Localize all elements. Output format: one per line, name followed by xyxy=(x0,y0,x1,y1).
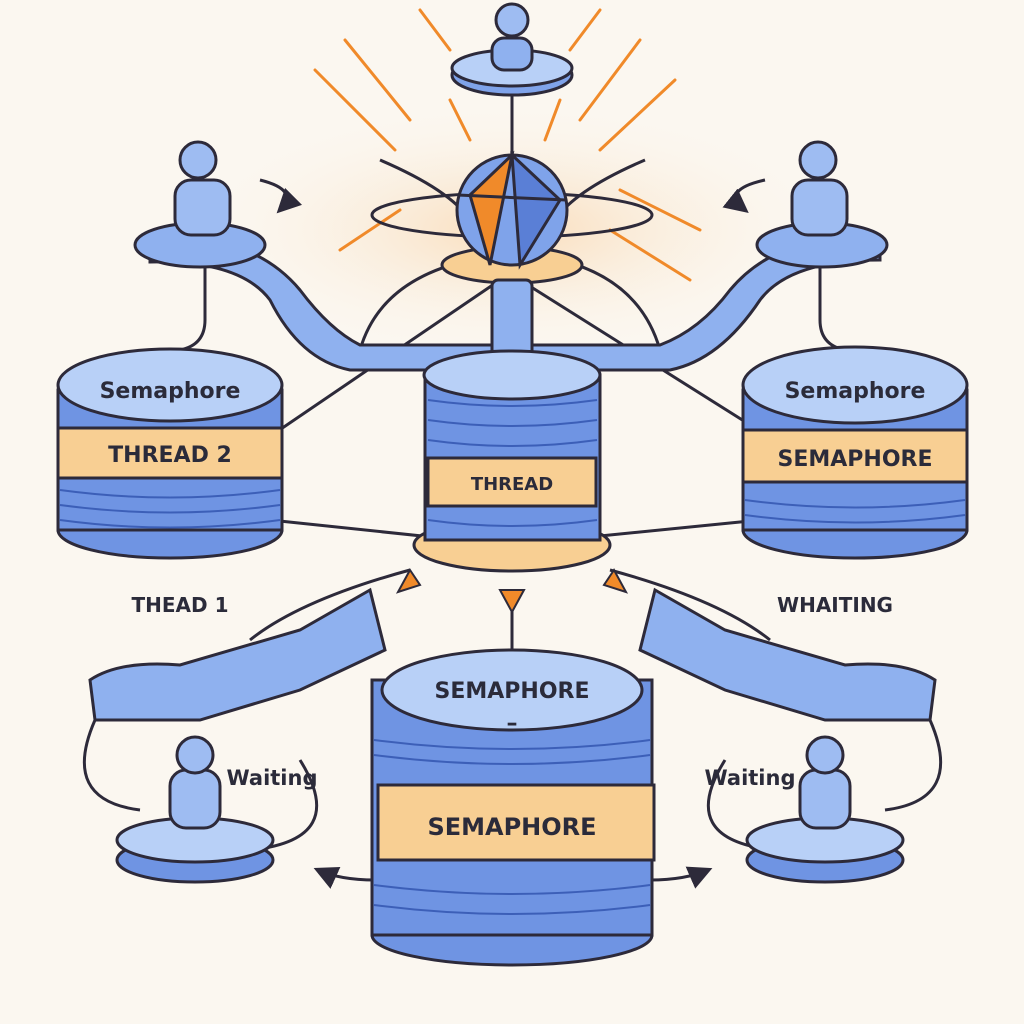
top-right-stack: Semaphore SEMAPHORE xyxy=(741,345,969,560)
top-left-user-figure xyxy=(173,140,232,237)
right-caption: WHAITING xyxy=(777,593,893,617)
central-gem-icon xyxy=(370,150,654,285)
top-left-arrow xyxy=(259,178,303,214)
center-stack-band-label: THREAD xyxy=(471,474,553,495)
top-right-stack-band-label: SEMAPHORE xyxy=(778,447,933,472)
bottom-left-arrow xyxy=(313,867,376,889)
lower-left-arm xyxy=(88,587,387,722)
bottom-stack-dash: – xyxy=(507,711,518,736)
left-caption: THEAD 1 xyxy=(131,593,228,617)
right-loop-line xyxy=(884,719,943,812)
orange-rays xyxy=(313,8,702,282)
right-waiting-pod xyxy=(745,735,905,884)
top-right-arrow xyxy=(722,178,766,214)
bottom-right-arrow xyxy=(649,866,713,889)
top-left-stack: Semaphore THREAD 2 xyxy=(56,347,284,560)
lower-right-arm xyxy=(638,587,937,722)
bottom-stack: SEMAPHORE – SEMAPHORE xyxy=(370,648,656,967)
top-right-stack-title: Semaphore xyxy=(785,379,926,404)
top-left-stack-title: Semaphore xyxy=(100,379,241,404)
top-user-figure xyxy=(450,2,574,97)
left-loop-line xyxy=(82,719,141,812)
top-left-stack-band-label: THREAD 2 xyxy=(108,443,232,468)
bottom-stack-title: SEMAPHORE xyxy=(435,679,590,704)
right-waiting-label: Waiting xyxy=(704,766,795,790)
left-waiting-pod xyxy=(115,735,275,884)
left-waiting-label: Waiting xyxy=(226,766,317,790)
center-stack: THREAD xyxy=(395,349,629,615)
top-right-user-figure xyxy=(790,140,849,237)
bottom-stack-band-label: SEMAPHORE xyxy=(427,813,596,841)
